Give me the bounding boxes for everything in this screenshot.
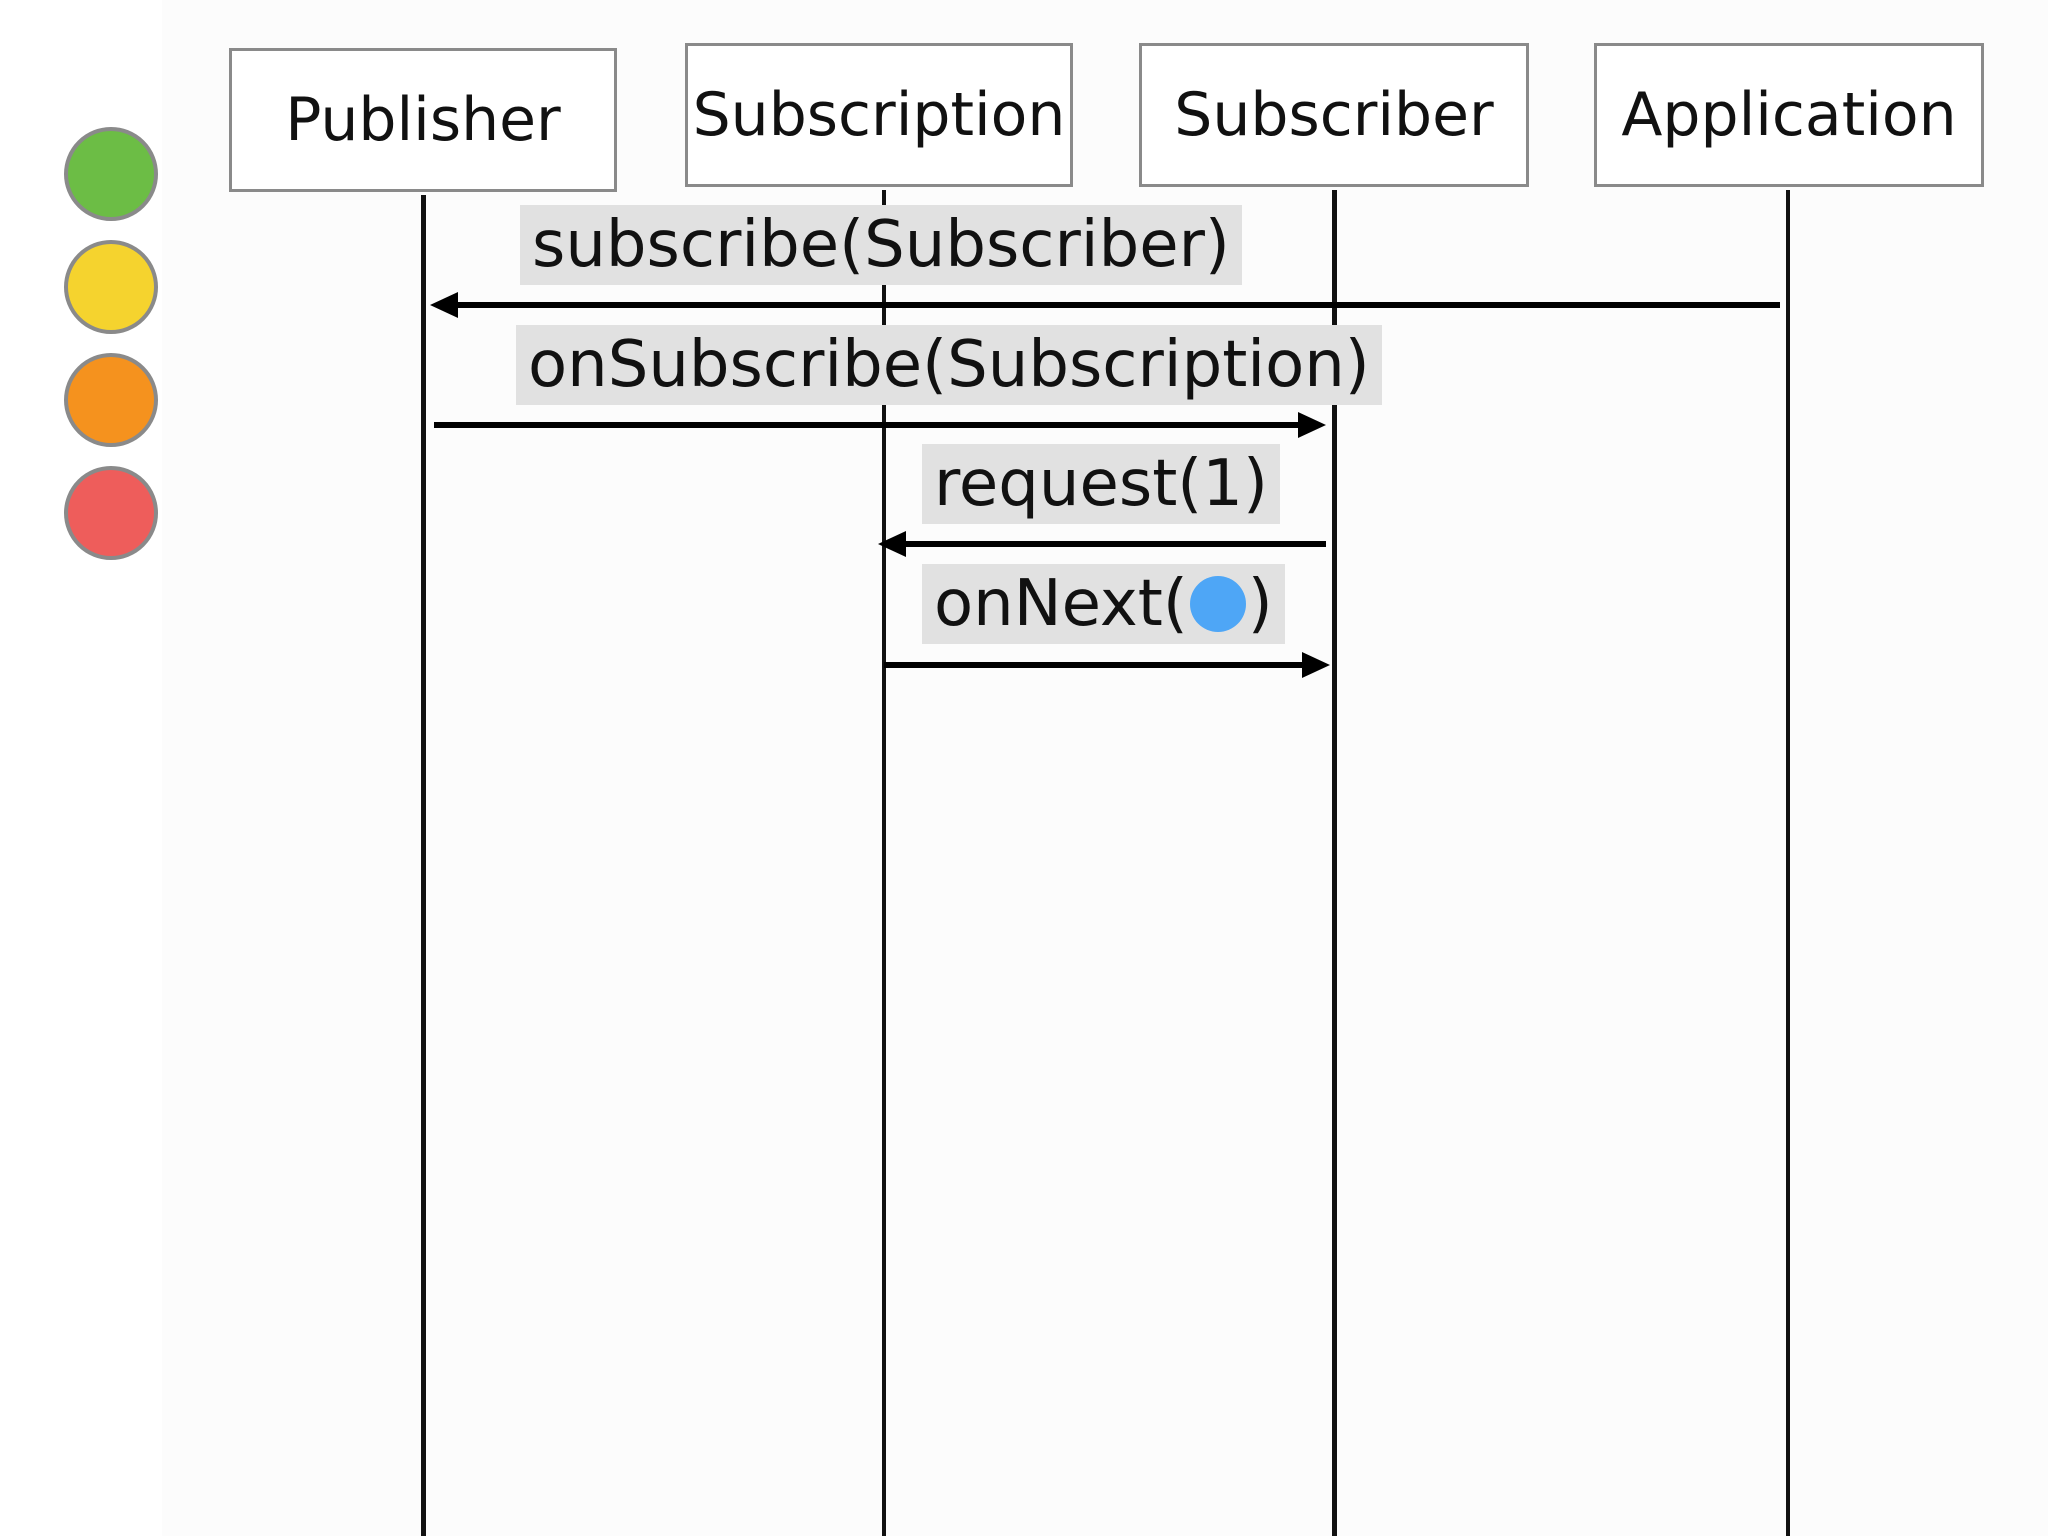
green-legend-circle (64, 127, 158, 221)
on-next-arrowhead (1302, 652, 1330, 678)
subscriber-label: Subscriber (1174, 80, 1494, 150)
publisher-box: Publisher (229, 48, 617, 192)
red-legend-circle (64, 466, 158, 560)
on-next-prefix-text: onNext( (934, 567, 1188, 641)
on-subscribe-message-text: onSubscribe(Subscription) (528, 328, 1370, 402)
request-message-text: request(1) (934, 447, 1268, 521)
orange-legend-circle (64, 353, 158, 447)
subscription-box: Subscription (685, 43, 1073, 187)
application-label: Application (1621, 80, 1957, 150)
request-message-label: request(1) (922, 444, 1280, 524)
subscribe-message-text: subscribe(Subscriber) (532, 208, 1230, 282)
subscriber-box: Subscriber (1139, 43, 1529, 187)
blue-value-dot-icon (1189, 576, 1246, 632)
subscribe-arrowhead (430, 292, 458, 318)
on-next-message-label: onNext( ) (922, 564, 1285, 644)
application-box: Application (1594, 43, 1984, 187)
application-lifeline (1786, 190, 1790, 1536)
subscribe-message-label: subscribe(Subscriber) (520, 205, 1242, 285)
publisher-lifeline (421, 195, 426, 1536)
on-subscribe-message-label: onSubscribe(Subscription) (516, 325, 1382, 405)
publisher-label: Publisher (285, 85, 561, 155)
subscriber-lifeline (1332, 190, 1337, 1536)
subscribe-arrow (450, 302, 1780, 308)
on-next-suffix-text: ) (1247, 567, 1273, 641)
on-subscribe-arrow (434, 422, 1314, 428)
subscription-lifeline (882, 190, 886, 1536)
on-next-arrow (884, 662, 1314, 668)
subscription-label: Subscription (692, 80, 1066, 150)
on-subscribe-arrowhead (1298, 412, 1326, 438)
request-arrowhead (878, 531, 906, 557)
yellow-legend-circle (64, 240, 158, 334)
request-arrow (900, 541, 1326, 547)
